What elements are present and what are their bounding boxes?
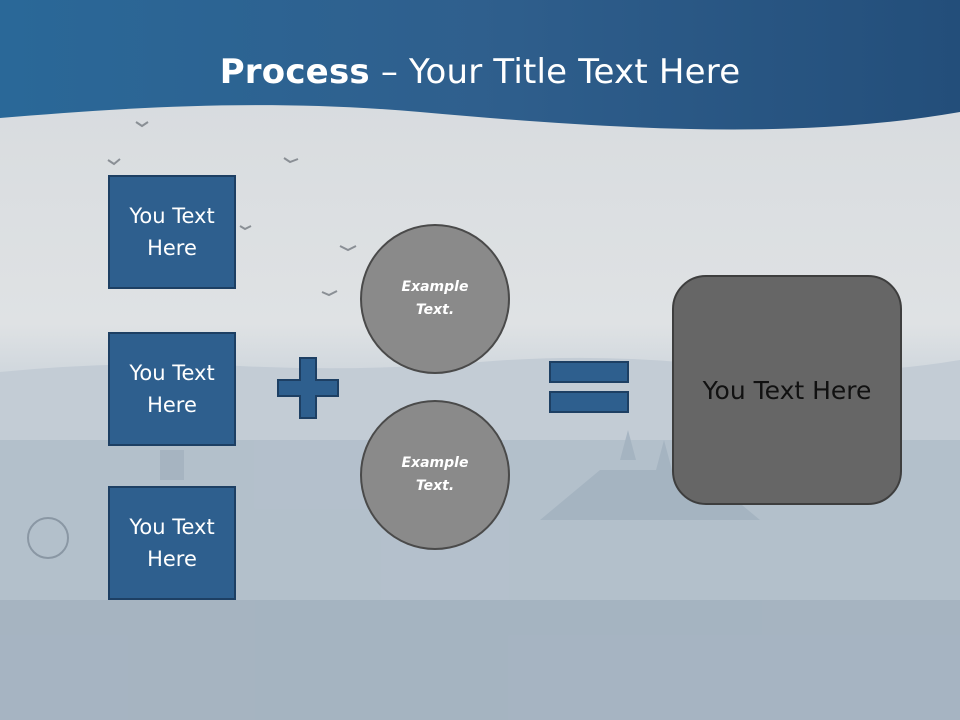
example-circle-2-text: Example Text.: [401, 455, 469, 494]
title-bold: Process: [219, 52, 370, 92]
input-box-3-text: You Text Here: [129, 515, 215, 571]
input-box-1: You Text Here: [108, 175, 236, 289]
input-box-1-text: You Text Here: [129, 204, 215, 260]
title-rest: – Your Title Text Here: [369, 52, 741, 92]
input-box-3: You Text Here: [108, 486, 236, 600]
equals-icon: [549, 361, 629, 413]
result-box: You Text Here: [672, 275, 902, 505]
example-circle-1: Example Text.: [360, 224, 510, 374]
example-circle-2: Example Text.: [360, 400, 510, 550]
input-box-2: You Text Here: [108, 332, 236, 446]
example-circle-1-text: Example Text.: [401, 279, 469, 318]
result-box-text: You Text Here: [702, 375, 872, 405]
slide-title: Process – Your Title Text Here: [0, 52, 960, 92]
input-box-2-text: You Text Here: [129, 361, 215, 417]
plus-icon: [277, 357, 339, 419]
